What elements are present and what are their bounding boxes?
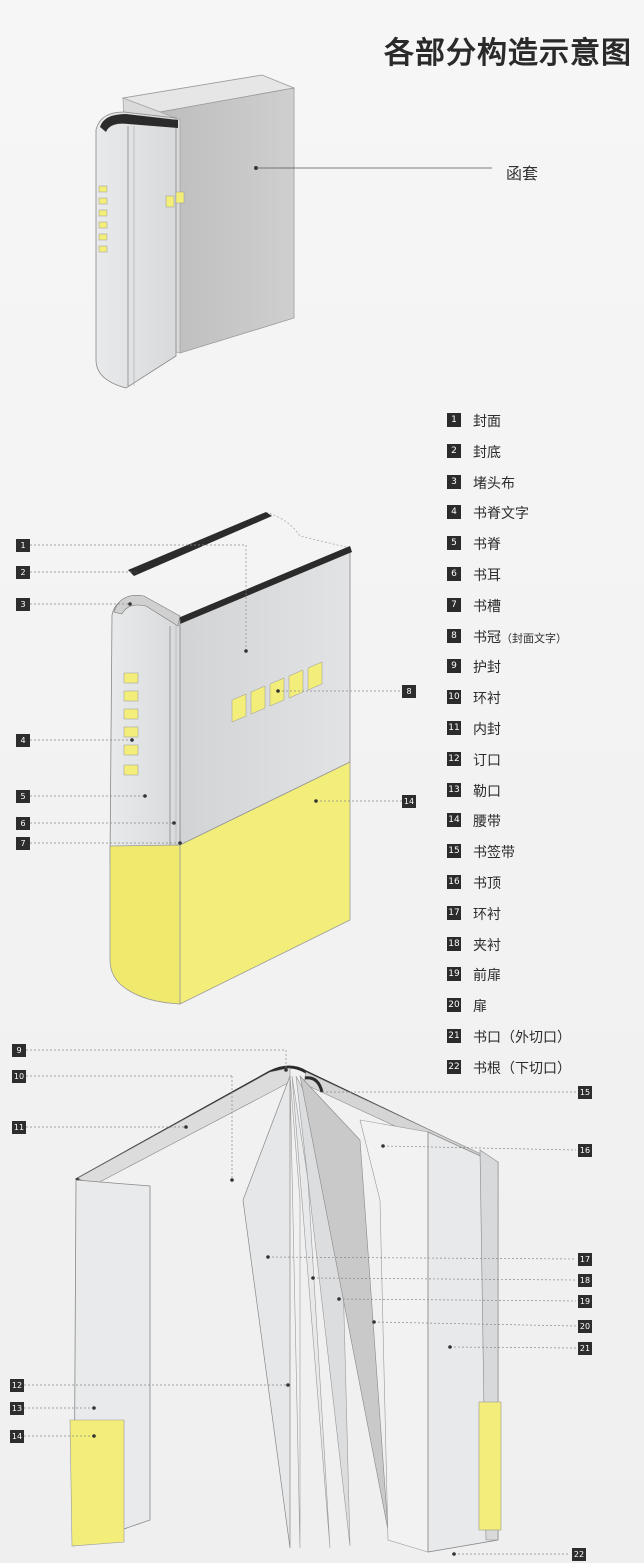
legend-number: 8 [447, 628, 461, 643]
legend-label: 书顶 [473, 875, 501, 892]
legend-item: 6 书耳 [447, 565, 637, 596]
legend-item: 22 书根（下切口） [447, 1058, 637, 1089]
legend-label: 夹衬 [473, 937, 501, 954]
legend-item: 16 书顶 [447, 873, 637, 904]
callout-22: 22 [572, 1548, 586, 1561]
closed-book-illustration [30, 511, 402, 1005]
legend-label: 环衬 [473, 906, 501, 923]
legend-item: 20 扉 [447, 996, 637, 1027]
legend-label: 书槽 [473, 598, 501, 615]
page-title: 各部分构造示意图 [384, 36, 632, 71]
callout-13: 13 [10, 1402, 24, 1415]
legend-item: 2 封底 [447, 442, 637, 473]
legend-label: 书根（下切口） [473, 1060, 571, 1077]
legend-label: 书脊 [473, 537, 501, 554]
slipcase-label: 函套 [506, 164, 539, 183]
legend-label: 扉 [473, 999, 487, 1016]
callout-9: 9 [12, 1044, 26, 1057]
legend-item: 18 夹衬 [447, 935, 637, 966]
legend-label: 腰带 [473, 814, 501, 831]
legend-item: 12 订口 [447, 750, 637, 781]
legend-item: 13 勒口 [447, 781, 637, 812]
legend-number: 9 [447, 659, 461, 674]
legend-number: 21 [447, 1028, 461, 1043]
legend-item: 8 书冠（封面文字） [447, 627, 637, 658]
callout-14-band: 14 [402, 795, 416, 808]
callout-17: 17 [578, 1253, 592, 1266]
legend-number: 7 [447, 597, 461, 612]
legend-number: 20 [447, 998, 461, 1013]
legend-number: 6 [447, 566, 461, 581]
legend-label: 勒口 [473, 783, 501, 800]
callout-14-flap: 14 [10, 1430, 24, 1443]
callout-3: 3 [16, 598, 30, 611]
legend-number: 1 [447, 413, 461, 427]
callout-5: 5 [16, 790, 30, 803]
callout-15: 15 [578, 1086, 592, 1099]
legend-label: 护封 [473, 660, 501, 677]
callout-21: 21 [578, 1342, 592, 1355]
legend-item: 1 封面 [447, 411, 637, 442]
legend-number: 16 [447, 874, 461, 889]
legend-label: 封底 [473, 444, 501, 461]
legend-label: 书脊文字 [473, 506, 529, 523]
legend-label: 内封 [473, 721, 501, 738]
legend-number: 5 [447, 536, 461, 551]
callout-11: 11 [12, 1121, 26, 1134]
legend: 1 封面 2 封底 3 堵头布 4 书脊文字 5 书脊 6 书耳 7 书槽 8 书冠（封面文字）… [447, 411, 637, 1089]
callout-8: 8 [402, 685, 416, 698]
legend-number: 19 [447, 967, 461, 982]
callout-10: 10 [12, 1070, 26, 1083]
legend-number: 14 [447, 813, 461, 828]
slipcase-illustration [95, 74, 492, 389]
callout-20: 20 [578, 1320, 592, 1333]
legend-label: 书耳 [473, 567, 501, 584]
legend-label: 书签带 [473, 845, 515, 862]
legend-item: 3 堵头布 [447, 473, 637, 504]
callout-12: 12 [10, 1379, 24, 1392]
callout-2: 2 [16, 566, 30, 579]
legend-item: 17 环衬 [447, 904, 637, 935]
legend-item: 9 护封 [447, 657, 637, 688]
legend-number: 10 [447, 690, 461, 705]
legend-number: 2 [447, 443, 461, 458]
callout-1: 1 [16, 539, 30, 552]
legend-label: 书冠（封面文字） [473, 627, 567, 647]
open-book-illustration [24, 1049, 577, 1556]
legend-item: 10 环衬 [447, 688, 637, 719]
legend-label: 环衬 [473, 691, 501, 708]
legend-number: 3 [447, 474, 461, 489]
legend-item: 4 书脊文字 [447, 503, 637, 534]
legend-item: 11 内封 [447, 719, 637, 750]
legend-label: 封面 [473, 414, 501, 430]
legend-number: 18 [447, 936, 461, 951]
callout-7: 7 [16, 837, 30, 850]
legend-label: 堵头布 [473, 475, 515, 492]
legend-label: 书口（外切口） [473, 1029, 571, 1046]
legend-number: 11 [447, 720, 461, 735]
legend-item: 7 书槽 [447, 596, 637, 627]
legend-item: 19 前扉 [447, 965, 637, 996]
legend-number: 15 [447, 844, 461, 859]
callout-16: 16 [578, 1144, 592, 1157]
callout-4: 4 [16, 734, 30, 747]
legend-number: 17 [447, 905, 461, 920]
legend-item: 14 腰带 [447, 811, 637, 842]
legend-number: 22 [447, 1059, 461, 1074]
legend-item: 15 书签带 [447, 842, 637, 873]
legend-item: 21 书口（外切口） [447, 1027, 637, 1058]
callout-19: 19 [578, 1295, 592, 1308]
callout-6: 6 [16, 817, 30, 830]
legend-label-note: （封面文字） [501, 631, 567, 645]
legend-number: 4 [447, 505, 461, 520]
callout-18: 18 [578, 1274, 592, 1287]
legend-label-text: 书冠 [473, 629, 501, 646]
legend-label: 订口 [473, 752, 501, 769]
legend-number: 13 [447, 782, 461, 797]
legend-label: 前扉 [473, 968, 501, 985]
legend-item: 5 书脊 [447, 534, 637, 565]
legend-number: 12 [447, 751, 461, 766]
